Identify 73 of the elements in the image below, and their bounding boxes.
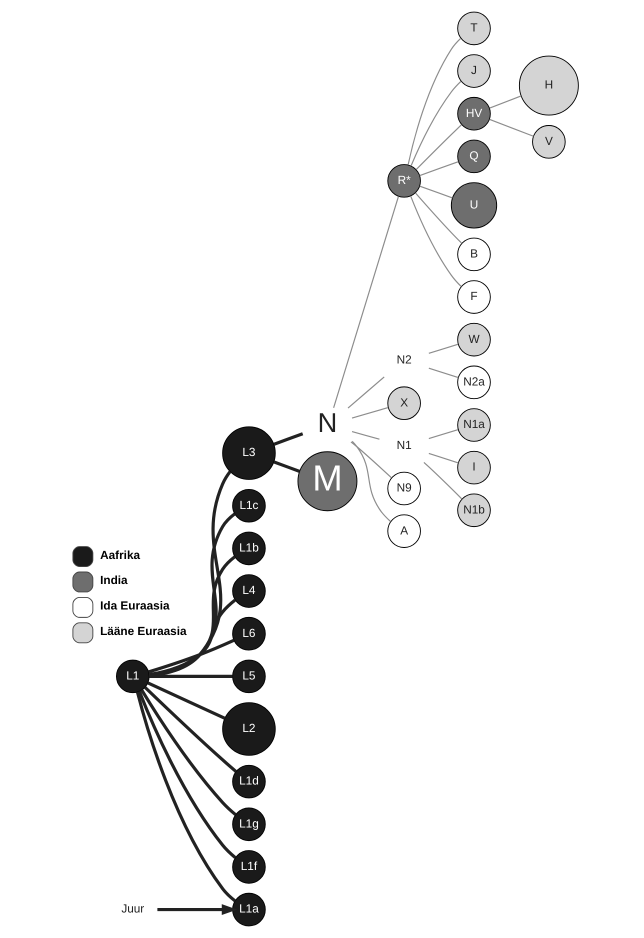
node-text: N2: [396, 354, 412, 367]
connector: [428, 452, 459, 464]
node-circle: N2a: [457, 366, 491, 400]
node-circle: A: [387, 514, 421, 548]
connector: [416, 124, 462, 170]
connector: [489, 118, 534, 137]
connector: [149, 556, 236, 677]
node-circle: L1g: [232, 808, 266, 842]
node-text: Juur: [121, 902, 144, 916]
node-circle: V: [532, 125, 566, 159]
node-circle: L2: [222, 702, 276, 756]
node-circle: X: [387, 386, 421, 420]
node-circle: N9: [387, 472, 421, 506]
connector: [136, 692, 236, 902]
node-circle: Q: [457, 140, 491, 174]
connector: [428, 344, 458, 354]
connector: [420, 186, 453, 198]
connector: [148, 638, 235, 674]
node-circle: N1b: [457, 494, 491, 528]
connector: [149, 512, 236, 678]
connector: [415, 192, 462, 244]
node-circle: L4: [232, 574, 266, 608]
connector: [148, 598, 236, 676]
node-circle: T: [457, 12, 491, 46]
node-circle: W: [457, 322, 491, 356]
connector: [352, 440, 391, 522]
node-circle: B: [457, 238, 491, 272]
connector: [410, 81, 462, 166]
legend-label: India: [100, 574, 128, 588]
connector: [420, 161, 459, 176]
node-circle: L1c: [232, 488, 266, 523]
node-text: N: [318, 406, 338, 438]
node-circle: M: [298, 451, 358, 512]
connector: [140, 689, 237, 816]
legend-label: Lääne Euraasia: [100, 624, 187, 638]
node-circle: U: [450, 182, 498, 229]
connector: [408, 38, 461, 165]
node-circle: N1a: [457, 408, 491, 442]
connector: [274, 460, 300, 473]
connector: [352, 407, 388, 419]
connector: [333, 196, 400, 408]
node-circle: HV: [457, 96, 491, 130]
connector: [147, 681, 226, 720]
connector: [428, 429, 458, 440]
legend-label: Aafrika: [100, 548, 140, 562]
legend-label: Ida Euraasia: [100, 600, 170, 613]
node-circle: L1a: [232, 892, 266, 926]
connector: [274, 432, 304, 446]
node-circle: L3: [222, 426, 276, 480]
node-circle: I: [457, 450, 491, 484]
connector: [348, 376, 385, 408]
connector: [149, 674, 233, 678]
node-circle: L1b: [232, 532, 266, 566]
connector: [138, 690, 236, 859]
node-circle: L6: [232, 616, 266, 650]
node-circle: L1: [116, 660, 150, 694]
node-text: N1: [396, 438, 412, 452]
connector: [489, 95, 522, 109]
node-circle: J: [457, 54, 491, 88]
connector: [410, 196, 462, 287]
arrow: [157, 904, 238, 915]
connector: [144, 686, 238, 773]
node-circle: L1d: [232, 764, 266, 798]
connector: [424, 462, 462, 500]
connector: [428, 368, 459, 378]
node-circle: H: [518, 56, 579, 116]
connector: [350, 441, 392, 478]
node-circle: L1f: [232, 850, 266, 884]
connector: [352, 431, 380, 440]
node-circle: F: [457, 280, 491, 314]
node-circle: R*: [387, 164, 421, 198]
connector: [148, 470, 232, 678]
node-circle: L5: [232, 660, 266, 694]
